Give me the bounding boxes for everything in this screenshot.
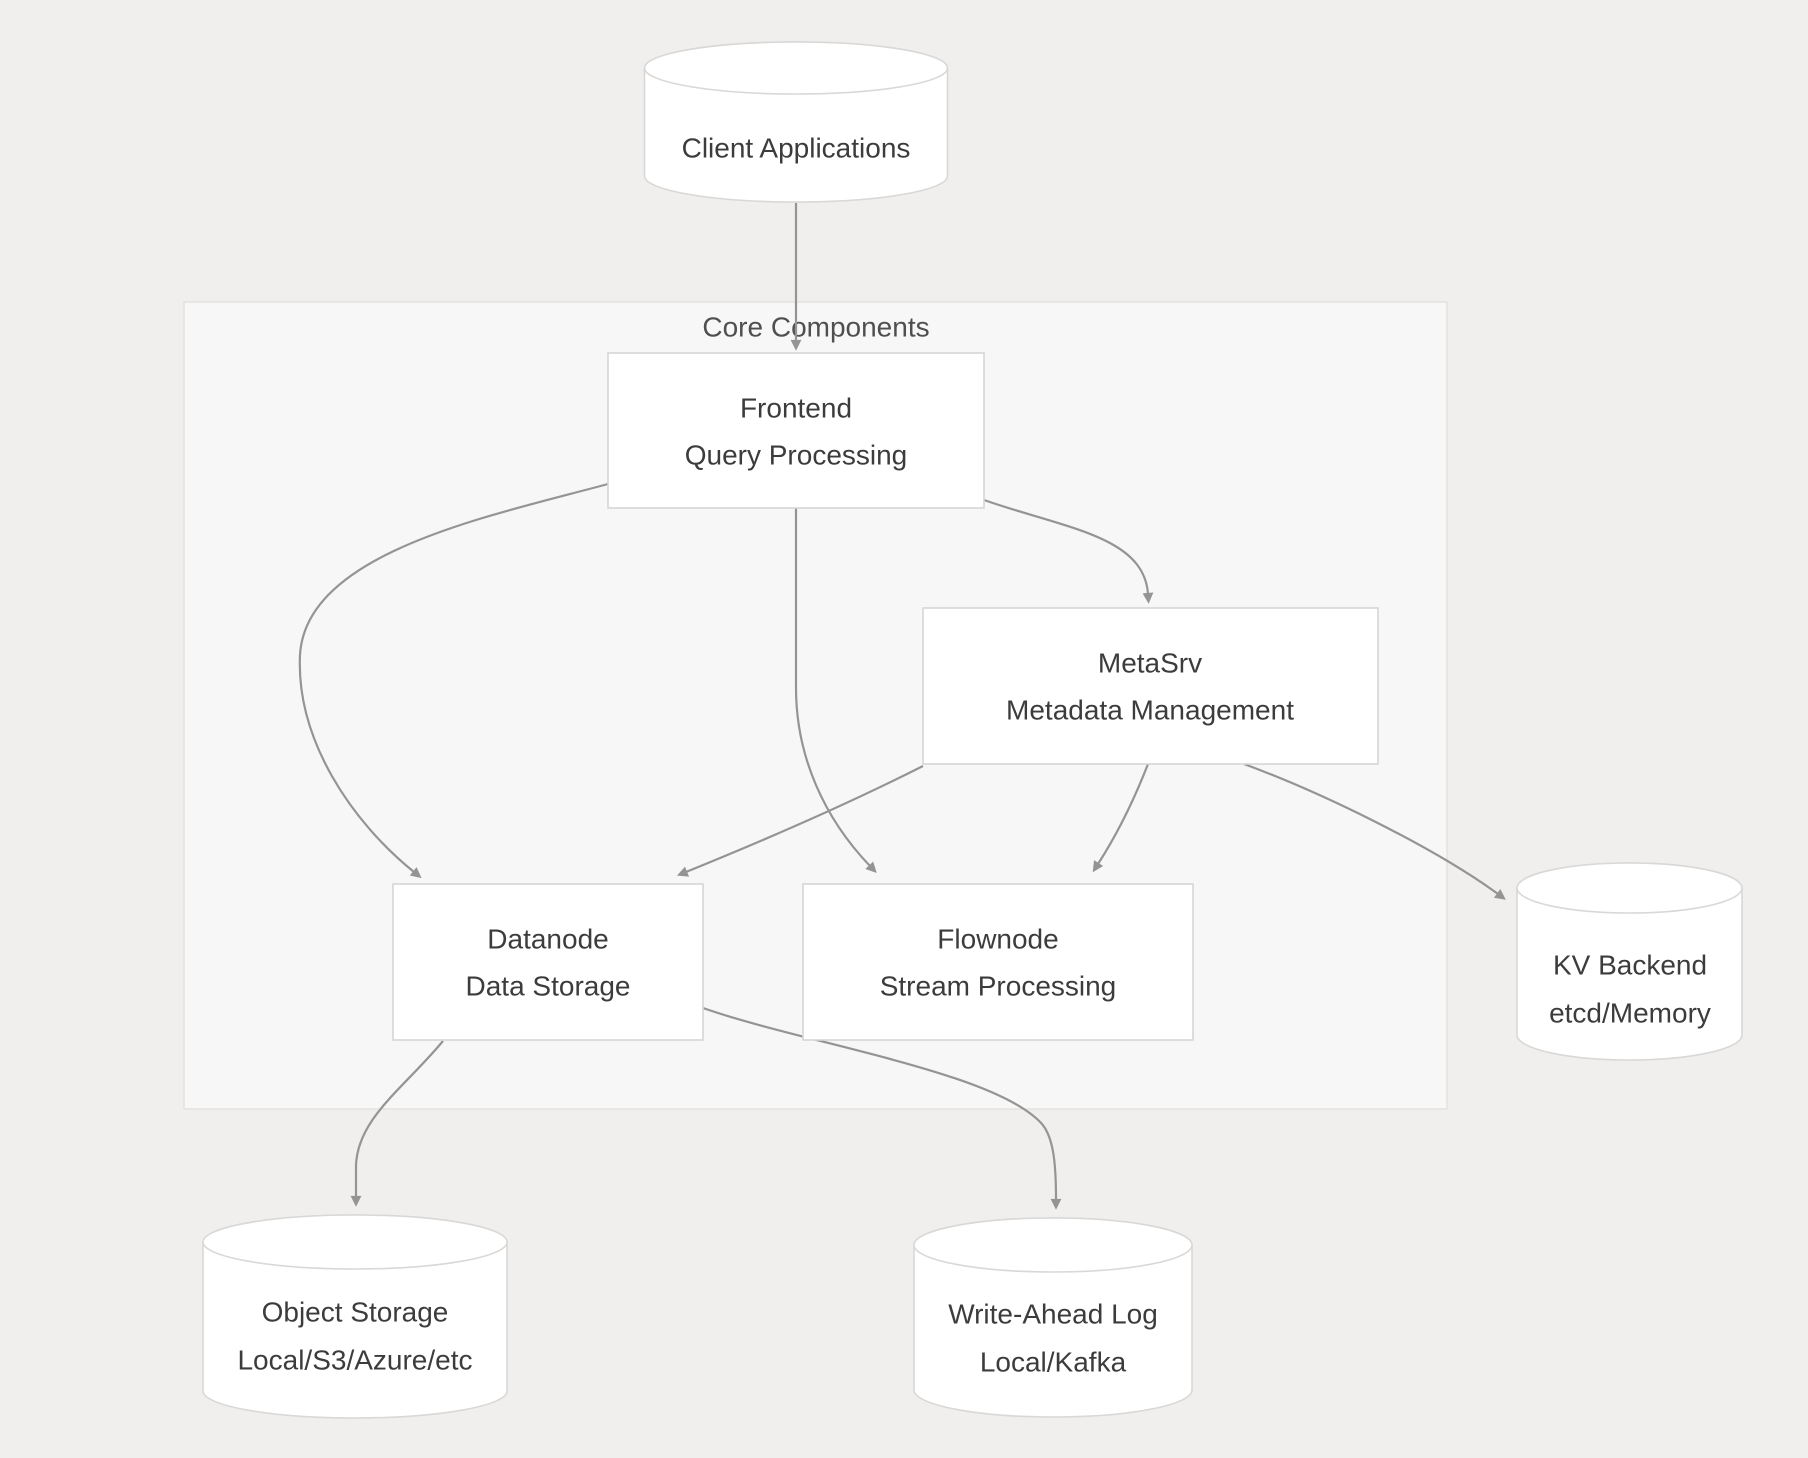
kv-backend-cylinder-top <box>1516 862 1743 914</box>
datanode-title: Datanode <box>487 924 608 955</box>
node-flownode: Flownode Stream Processing <box>802 883 1194 1041</box>
edge-datanode-to-object-storage <box>350 1040 444 1207</box>
frontend-box <box>607 352 985 509</box>
flownode-title: Flownode <box>937 924 1058 955</box>
node-frontend: Frontend Query Processing <box>607 352 985 509</box>
flownode-subtitle: Stream Processing <box>880 971 1117 1002</box>
node-write-ahead-log: Write-Ahead Log Local/Kafka <box>913 1217 1193 1418</box>
edge-metasrv-to-kv-backend <box>1243 762 1506 900</box>
node-kv-backend: KV Backend etcd/Memory <box>1516 862 1743 1061</box>
datanode-box <box>392 883 704 1041</box>
kv-backend-title: KV Backend <box>1553 950 1707 981</box>
datanode-subtitle: Data Storage <box>466 971 631 1002</box>
node-client-applications: Client Applications <box>643 41 949 203</box>
node-object-storage: Object Storage Local/S3/Azure/etc <box>202 1214 508 1419</box>
cluster-core-components-label: Core Components <box>702 312 929 343</box>
metasrv-title: MetaSrv <box>1098 648 1202 679</box>
object-storage-subtitle: Local/S3/Azure/etc <box>237 1345 472 1376</box>
flownode-box <box>802 883 1194 1041</box>
kv-backend-subtitle: etcd/Memory <box>1549 998 1711 1029</box>
edge-frontend-to-datanode <box>298 482 609 879</box>
client-applications-label: Client Applications <box>682 133 911 164</box>
frontend-subtitle: Query Processing <box>685 440 908 471</box>
object-storage-title: Object Storage <box>262 1297 449 1328</box>
node-metasrv: MetaSrv Metadata Management <box>922 607 1379 765</box>
client-applications-cylinder-top <box>643 41 949 95</box>
edge-metasrv-to-datanode <box>676 765 924 877</box>
frontend-title: Frontend <box>740 393 852 424</box>
write-ahead-log-subtitle: Local/Kafka <box>980 1347 1127 1378</box>
edge-metasrv-to-flownode <box>1092 763 1150 873</box>
node-datanode: Datanode Data Storage <box>392 883 704 1041</box>
edges <box>298 203 1506 1210</box>
edge-frontend-to-flownode <box>794 508 877 874</box>
object-storage-cylinder-top <box>202 1214 508 1270</box>
metasrv-subtitle: Metadata Management <box>1006 695 1294 726</box>
write-ahead-log-title: Write-Ahead Log <box>948 1299 1158 1330</box>
metasrv-box <box>922 607 1379 765</box>
edge-frontend-to-metasrv <box>983 498 1154 604</box>
edge-datanode-to-write-ahead-log <box>702 1006 1062 1210</box>
write-ahead-log-cylinder-top <box>913 1217 1193 1273</box>
